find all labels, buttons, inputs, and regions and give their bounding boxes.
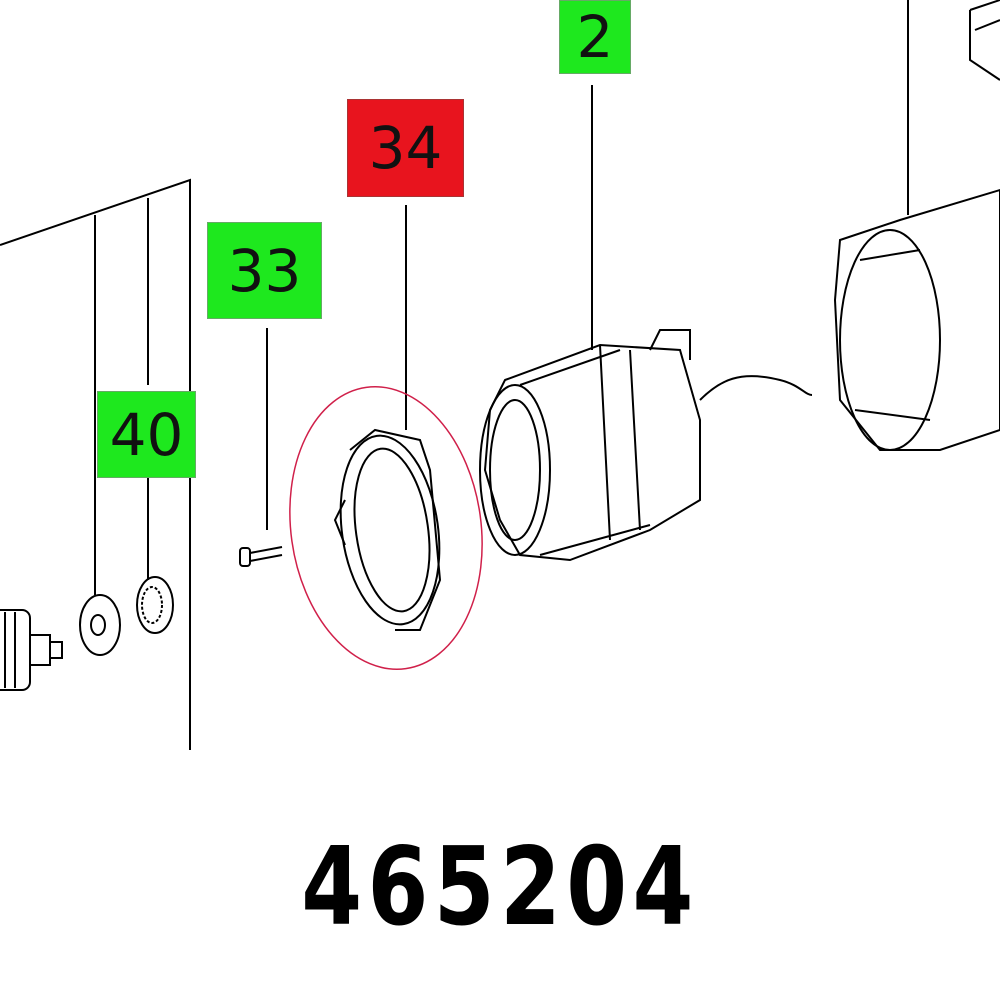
- right-housing: [833, 0, 1000, 451]
- callout-label-33[interactable]: 33: [207, 222, 322, 319]
- part-33-screw: [239, 328, 283, 567]
- callout-text: 2: [576, 3, 614, 71]
- callout-text: 40: [109, 400, 184, 469]
- callout-label-34[interactable]: 34: [347, 99, 464, 197]
- part-2-stator: [479, 85, 813, 562]
- callout-label-2[interactable]: 2: [559, 0, 631, 74]
- part-34-drawing: [333, 205, 442, 631]
- callout-text: 33: [227, 236, 302, 305]
- callout-text: 34: [368, 114, 443, 182]
- callout-label-40[interactable]: 40: [97, 391, 196, 478]
- armature-part: [0, 609, 63, 691]
- highlight-circle: [289, 386, 483, 670]
- left-housing-outline: [0, 178, 191, 750]
- part-number: 465204: [301, 825, 699, 950]
- part-40-drawing: [136, 576, 174, 634]
- bearing-part: [79, 594, 121, 656]
